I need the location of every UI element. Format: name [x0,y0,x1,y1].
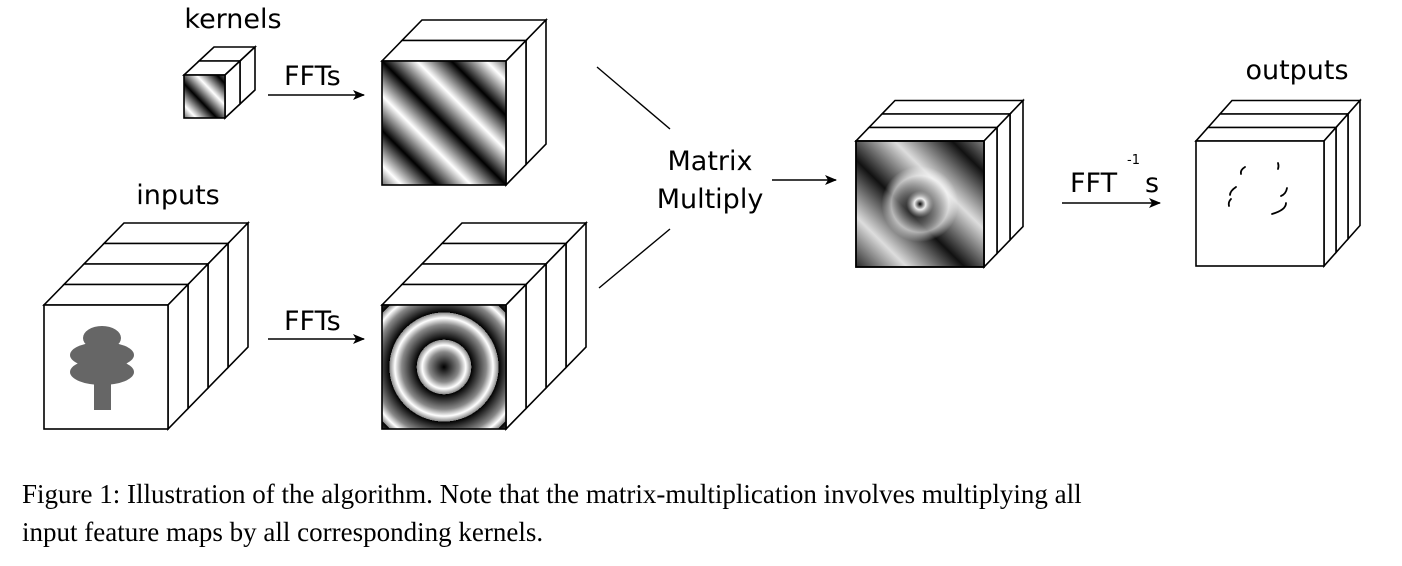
slice-top-face [1206,113,1350,129]
multiply-label: Multiply [657,184,764,215]
product-ring-overlay [855,140,985,268]
slice-side-face [505,282,527,431]
slice-top-face [82,242,230,265]
slice-side-face [1347,98,1361,242]
inputs-label: inputs [136,180,220,211]
slice-top-face [380,283,528,306]
slice-top-face [854,126,999,142]
connector-top [596,66,671,130]
slice-top-face [1194,126,1338,142]
slice-side-face [207,241,229,390]
output-cube [1194,98,1362,269]
slice-top-face [1218,99,1362,115]
tree-icon [70,326,134,410]
fft-label-top: FFTs [284,61,341,92]
figure-caption: Figure 1: Illustration of the algorithm.… [22,475,1392,551]
slice-side-face [996,112,1011,256]
ifft-label: FFT [1070,168,1118,199]
input-fft-cube [380,221,588,431]
slice-side-face [525,262,547,411]
slice-side-face [167,282,189,431]
slice-top-face [62,263,210,286]
slice-side-face [1323,125,1337,269]
slice-top-face [380,39,528,62]
slice-side-face [227,221,249,370]
product-cube [854,98,1025,269]
slice-side-face [545,241,567,390]
algorithm-diagram: kernels inputs outputs FFTs FFTs Matrix … [42,4,1362,431]
kernel-fft-cube [380,18,548,187]
slice-top-face [420,242,568,265]
output-edge-marks [1227,162,1288,215]
slice-top-face [440,222,588,245]
kernel-cube [181,45,258,120]
slice-side-face [505,38,527,187]
output-front-face [1195,140,1325,267]
connector-bottom [598,228,671,289]
kernel-front-face [183,74,226,119]
caption-line-2: input feature maps by all corresponding … [22,517,544,547]
input-cube [42,221,250,431]
slice-top-face [42,283,190,306]
slice-side-face [525,18,547,167]
slice-top-face [880,99,1025,115]
slice-side-face [187,262,209,411]
input-fft-front-face [381,304,507,430]
slice-side-face [565,221,587,370]
kernel-fft-front-face [381,60,507,186]
slice-side-face [1335,111,1349,255]
kernels-label: kernels [184,4,281,35]
slice-top-face [102,222,250,245]
slice-side-face [983,125,998,269]
outputs-label: outputs [1245,55,1348,86]
matrix-label: Matrix [667,146,752,177]
slice-top-face [400,19,548,42]
ifft-superscript: -1 [1127,153,1140,168]
slice-top-face [867,113,1012,129]
slice-side-face [1009,98,1024,242]
slice-top-face [400,263,548,286]
fft-label-bottom: FFTs [284,306,341,337]
ifft-suffix: s [1145,168,1159,199]
caption-line-1: Figure 1: Illustration of the algorithm.… [22,479,1082,509]
